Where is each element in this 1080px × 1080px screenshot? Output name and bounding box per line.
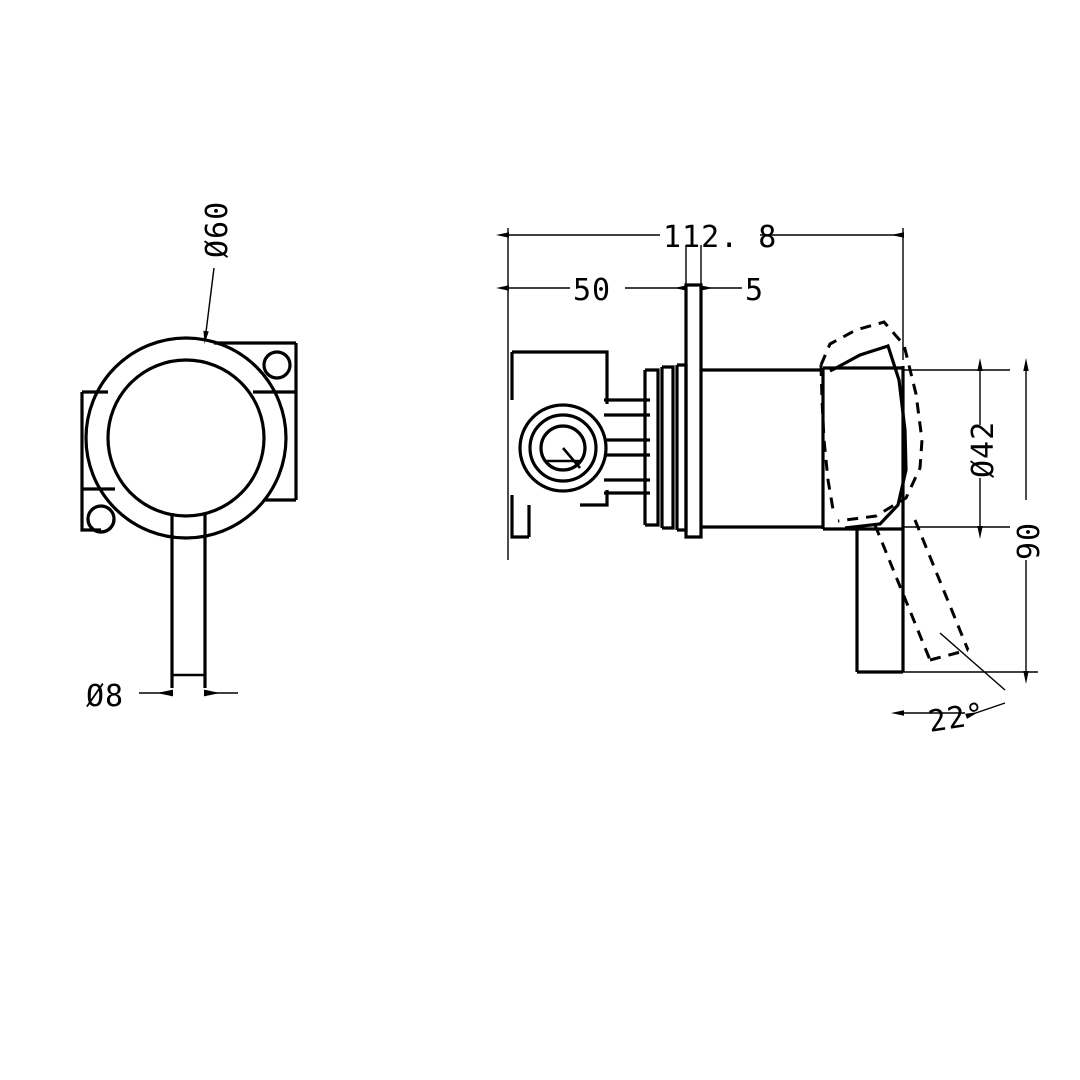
side-view-group: 22° [510, 283, 1006, 740]
dimension-50-label: 50 [573, 273, 611, 308]
dimension-diameter-8: Ø8 [86, 679, 238, 714]
dimension-50: 50 [496, 273, 687, 308]
dimension-diameter-60: Ø60 [200, 201, 235, 344]
side-ribbed-collar [643, 363, 688, 532]
dimension-90-label: 90 [1012, 522, 1047, 560]
side-wall-bracket [510, 350, 609, 539]
dimension-90: 90 [903, 358, 1047, 684]
front-view-group: Ø60 Ø8 [80, 201, 298, 714]
dimension-diameter-42-label: Ø42 [966, 421, 1001, 478]
side-flange-plate [684, 283, 703, 539]
dimension-5: 5 [700, 273, 764, 308]
dimension-diameter-60-label: Ø60 [200, 201, 235, 258]
side-handle-stem [855, 529, 905, 674]
side-view-dimensions: 112. 8 50 5 Ø42 [496, 220, 1047, 684]
dimension-angle-22-label: 22° [926, 696, 988, 740]
dimension-diameter-8-label: Ø8 [86, 679, 124, 714]
side-spindle-bars [604, 398, 650, 495]
front-lever-shaft [170, 513, 207, 688]
dimension-112-8-label: 112. 8 [663, 220, 777, 255]
side-lever-alternate-position [819, 320, 924, 523]
side-outlet-circles [518, 403, 608, 493]
side-lever-solid [829, 343, 908, 530]
dimension-5-label: 5 [745, 273, 764, 308]
dimension-diameter-42: Ø42 [903, 358, 1010, 539]
side-handle-stem-alternate [873, 519, 970, 662]
dimension-angle-22: 22° [891, 632, 1006, 740]
front-mounting-holes [86, 350, 292, 534]
dimension-112-8: 112. 8 [496, 220, 904, 255]
front-escutcheon-ring [84, 336, 288, 540]
side-main-body [701, 368, 825, 529]
